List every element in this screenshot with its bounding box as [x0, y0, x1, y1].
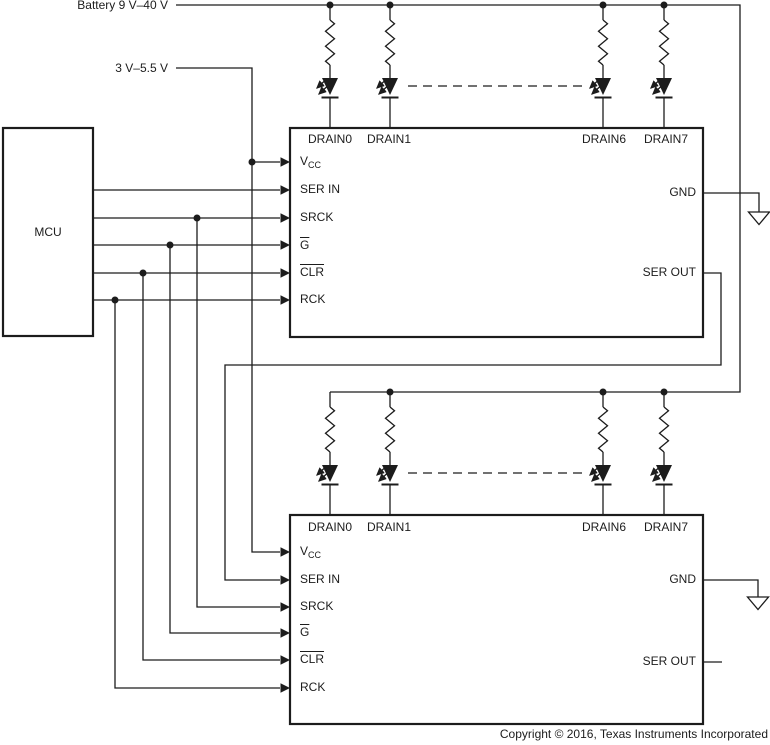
driver2-pin-drain1: DRAIN1 [367, 520, 412, 534]
arrowhead-icon [280, 628, 290, 638]
arrowhead-icon [280, 295, 290, 305]
driver1-pin-clr: CLR [300, 265, 325, 279]
arrowhead-icon [280, 157, 290, 167]
arrowhead-icon [280, 683, 290, 693]
led-driver1-box [288, 126, 705, 339]
battery-rail-wire [176, 4, 741, 393]
pin-arrowheads [280, 157, 290, 693]
junction-dot [660, 1, 668, 9]
logic-supply-wire [176, 67, 280, 553]
driver2-pin-gnd: GND [669, 572, 696, 586]
junction-dot [166, 241, 174, 249]
driver2-pin-clr: CLR [300, 652, 325, 666]
resistor-led-column-d6-bank2 [590, 392, 612, 515]
arrowhead-icon [280, 213, 290, 223]
arrowhead-icon [280, 602, 290, 612]
mcu-box [1, 126, 95, 338]
junction-dot [386, 388, 394, 396]
ground-icon [746, 596, 770, 611]
resistor-led-column-d0-bank1 [317, 5, 339, 128]
driver2-pin-drain7: DRAIN7 [644, 520, 689, 534]
rck2-wire [114, 300, 280, 689]
srck2-wire [196, 218, 280, 608]
arrowhead-icon [280, 240, 290, 250]
serout1-to-serin2-wire [224, 272, 722, 581]
driver2-pin-srck: SRCK [300, 599, 334, 613]
junction-dot [386, 1, 394, 9]
driver1-pin-drain0: DRAIN0 [308, 132, 353, 146]
resistor-led-column-d7-bank2 [651, 392, 673, 515]
driver1-pin-rck: RCK [300, 292, 326, 306]
driver2-pin-rck: RCK [300, 680, 326, 694]
led-driver2-box [288, 513, 705, 726]
driver1-pin-ser-in: SER IN [300, 182, 341, 196]
resistor-led-column-d0-bank2 [317, 392, 339, 515]
supply-label: 3 V–5.5 V [115, 61, 168, 75]
g2-wire [169, 245, 280, 634]
driver1-pin-gnd: GND [669, 185, 696, 199]
driver2-pin-drain6: DRAIN6 [582, 520, 627, 534]
resistor-led-column-d6-bank1 [590, 5, 612, 128]
junction-dot [193, 214, 201, 222]
junction-dot [660, 388, 668, 396]
wires [93, 4, 760, 689]
arrowhead-icon [280, 547, 290, 557]
arrowhead-icon [280, 268, 290, 278]
arrowhead-icon [280, 185, 290, 195]
driver1-pin-drain7: DRAIN7 [644, 132, 689, 146]
gnd1-wire [703, 192, 760, 212]
junction-dot [248, 158, 256, 166]
ground-icon [747, 211, 770, 226]
vcc-sub-text: CC [308, 550, 322, 560]
arrowhead-icon [280, 655, 290, 665]
driver1-pin-srck: SRCK [300, 210, 334, 224]
junction-dot [599, 1, 607, 9]
led-resistor-columns [317, 5, 673, 515]
battery-label: Battery 9 V–40 V [77, 0, 168, 12]
junction-dot [326, 1, 334, 9]
driver1-pin-drain1: DRAIN1 [367, 132, 412, 146]
vcc-main-text: V [300, 544, 309, 558]
driver2-pin-drain0: DRAIN0 [308, 520, 353, 534]
mcu-label: MCU [34, 225, 62, 239]
copyright-notice: Copyright © 2016, Texas Instruments Inco… [499, 727, 768, 741]
resistor-led-column-d1-bank1 [377, 5, 399, 128]
vcc-sub-text: CC [308, 160, 322, 170]
gnd2-wire [703, 579, 759, 597]
driver2-pin-vcc: VCC [300, 544, 322, 561]
driver1-pin-ser-out: SER OUT [642, 265, 696, 279]
arrowhead-icon [280, 575, 290, 585]
clr2-wire [142, 273, 280, 661]
driver2-pin-ser-in: SER IN [300, 572, 341, 586]
vcc-main-text: V [300, 154, 309, 168]
junction-dot [111, 296, 119, 304]
junction-dot [599, 388, 607, 396]
driver1-pin-vcc: VCC [300, 154, 322, 171]
driver1-pin-drain6: DRAIN6 [582, 132, 627, 146]
junction-dots [111, 1, 668, 396]
junction-dot [139, 269, 147, 277]
resistor-led-column-d1-bank2 [377, 392, 399, 515]
resistor-led-column-d7-bank1 [651, 5, 673, 128]
driver2-pin-ser-out: SER OUT [642, 654, 696, 668]
driver1-pin-g: G [300, 238, 310, 252]
driver2-pin-g: G [300, 625, 310, 639]
